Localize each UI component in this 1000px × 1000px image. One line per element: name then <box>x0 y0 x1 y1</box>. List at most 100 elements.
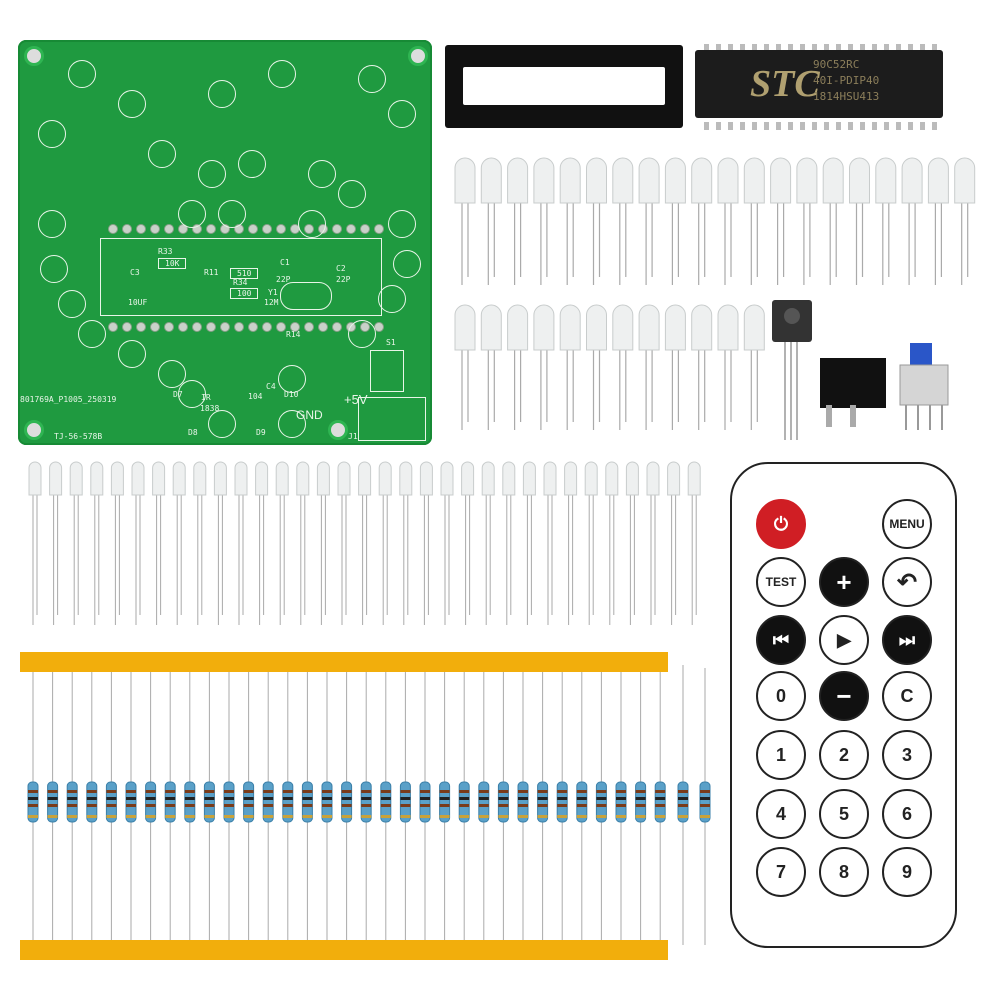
prev-button[interactable]: ⏮ <box>756 615 806 665</box>
resistor-band <box>596 797 607 800</box>
chip-pin <box>800 122 805 130</box>
digit-5-button[interactable]: 5 <box>819 789 869 839</box>
led-footprint <box>393 250 421 278</box>
digit-3-button[interactable]: 3 <box>882 730 932 780</box>
resistor-band <box>537 790 548 793</box>
resistor-band <box>165 797 176 800</box>
resistor-band <box>537 797 548 800</box>
digit-9-button[interactable]: 9 <box>882 847 932 897</box>
resistor-band <box>655 790 666 793</box>
chip-pin <box>728 44 733 52</box>
digit-0-button[interactable]: 0 <box>756 671 806 721</box>
resistor-band <box>678 790 688 793</box>
digit-1-button[interactable]: 1 <box>756 730 806 780</box>
resistor-band <box>518 804 528 807</box>
resistor-band <box>263 797 274 800</box>
resistor-band <box>557 815 568 818</box>
digit-7-button[interactable]: 7 <box>756 847 806 897</box>
led-3mm <box>172 461 186 496</box>
stc-microcontroller: STC 90C52RC 40I-PDIP40 1814HSU413 <box>695 50 943 118</box>
resistor-band <box>459 790 470 793</box>
led-5mm <box>533 304 555 351</box>
chip-pin <box>788 44 793 52</box>
led-3mm <box>646 461 660 496</box>
minus-button[interactable]: − <box>819 671 869 721</box>
led-5mm <box>717 304 739 351</box>
led-5mm <box>559 304 581 351</box>
next-button[interactable]: ⏭ <box>882 615 932 665</box>
resistor-band <box>145 797 156 800</box>
led-footprint <box>358 65 386 93</box>
resistor-band <box>243 797 254 800</box>
led-footprint <box>78 320 106 348</box>
led-footprint <box>58 290 86 318</box>
chip-pin <box>860 122 865 130</box>
power-button[interactable]: ⏻ <box>756 499 806 549</box>
led-3mm <box>399 461 413 496</box>
led-5mm <box>454 304 476 351</box>
resistor-band <box>341 797 352 800</box>
chip-pin <box>704 122 709 130</box>
resistor-band <box>86 790 97 793</box>
led-5mm <box>770 157 792 204</box>
resistor-band <box>224 797 234 800</box>
resistor-band <box>655 815 666 818</box>
led-5mm <box>901 157 923 204</box>
resistor-band <box>106 797 117 800</box>
chip-lot: 1814HSU413 <box>813 90 880 103</box>
plus-icon: + <box>836 566 852 597</box>
resistor-band <box>361 804 372 807</box>
ic-pad <box>108 224 118 234</box>
ic-pad <box>276 322 286 332</box>
led-5mm <box>717 157 739 204</box>
led-footprint <box>38 210 66 238</box>
led-3mm <box>234 461 248 496</box>
digit-8-button[interactable]: 8 <box>819 847 869 897</box>
resistor-band <box>700 804 710 807</box>
ic-pad <box>304 322 314 332</box>
led-5mm <box>691 157 713 204</box>
led-3mm <box>213 461 227 496</box>
chip-pin <box>908 44 913 52</box>
resistor-band <box>700 797 710 800</box>
resistor-band <box>67 797 78 800</box>
silk-c1: C1 <box>280 258 290 267</box>
digit-4-button[interactable]: 4 <box>756 789 806 839</box>
ic-pad <box>374 224 384 234</box>
digit-6-button[interactable]: 6 <box>882 789 932 839</box>
resistor-band <box>678 804 688 807</box>
play-button[interactable]: ▶ <box>819 615 869 665</box>
led-5mm <box>480 157 502 204</box>
ir-receiver-lens <box>784 308 800 324</box>
resistor-band <box>263 804 274 807</box>
led-footprint <box>378 285 406 313</box>
resistor-band <box>341 804 352 807</box>
mounting-hole <box>328 420 348 440</box>
resistor-band <box>263 815 274 818</box>
resistor-band <box>478 797 489 800</box>
power-icon: ⏻ <box>773 513 789 534</box>
resistor-band <box>518 815 528 818</box>
silk-c1-val: 22P <box>276 275 291 284</box>
test-button[interactable]: TEST <box>756 557 806 607</box>
digit-2-button[interactable]: 2 <box>819 730 869 780</box>
led-5mm <box>507 157 529 204</box>
led-5mm <box>533 157 555 204</box>
dc-power-jack <box>820 358 886 408</box>
led-3mm <box>378 461 392 496</box>
minus-icon: − <box>836 680 852 711</box>
clear-button[interactable]: C <box>882 671 932 721</box>
led-footprint <box>388 210 416 238</box>
led-3mm <box>687 461 701 496</box>
resistor-band <box>204 790 215 793</box>
back-button[interactable]: ↶ <box>882 557 932 607</box>
resistor-band <box>557 790 568 793</box>
plus-button[interactable]: + <box>819 557 869 607</box>
dc-jack-pin <box>850 405 856 427</box>
led-footprint <box>278 365 306 393</box>
silk-gnd: GND <box>296 408 323 422</box>
led-footprint <box>208 80 236 108</box>
menu-button[interactable]: MENU <box>882 499 932 549</box>
resistor-band <box>459 797 470 800</box>
led-5mm <box>743 304 765 351</box>
